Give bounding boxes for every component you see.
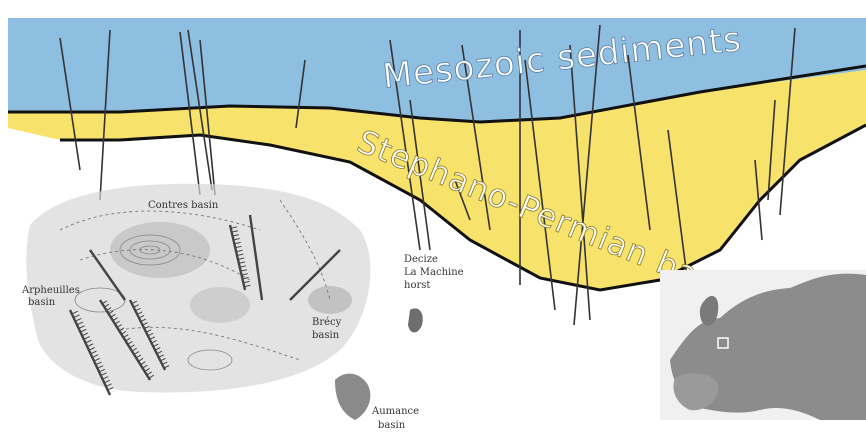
inset-map-europe [660, 270, 866, 420]
arpheuilles-label: Arpheuilles [21, 285, 80, 296]
brecy-label: Brécy [312, 317, 342, 328]
horst-label: horst [404, 280, 430, 291]
map-grey-patch [190, 287, 250, 323]
la-machine-label: La Machine [404, 267, 464, 278]
inset-map-left: Contres basin Arpheuilles basin Decize L… [21, 184, 464, 431]
map-grey-patch [308, 286, 352, 314]
brecy-basin-label: basin [312, 330, 340, 341]
contres-basin-label: Contres basin [148, 200, 219, 211]
aumance-label: Aumance [371, 406, 419, 417]
decize-patch [408, 308, 423, 332]
aumance-basin-label: basin [378, 420, 406, 431]
aumance-patch [335, 374, 370, 420]
decize-label: Decize [404, 254, 438, 265]
arpheuilles-basin-label: basin [28, 297, 56, 308]
